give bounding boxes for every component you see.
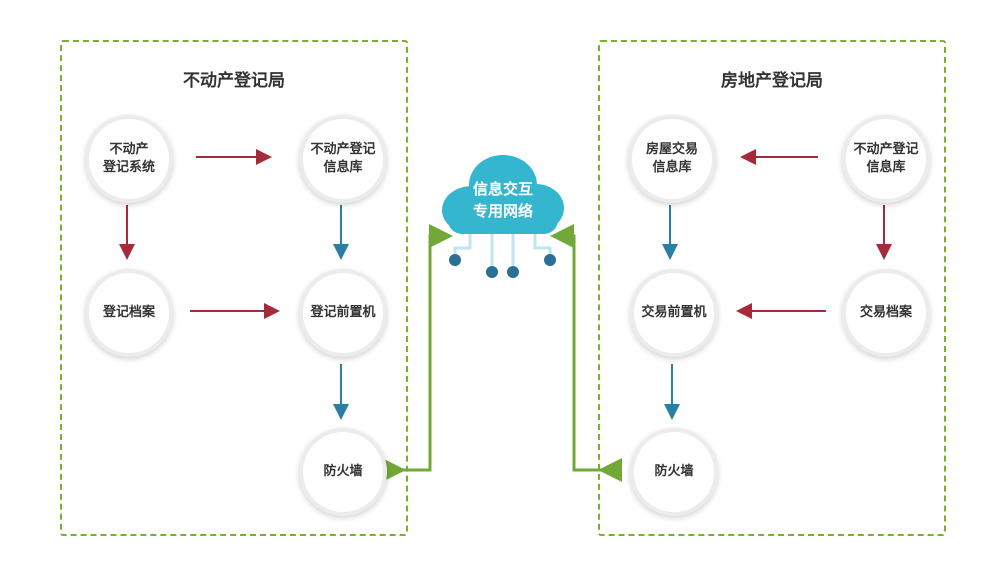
- node-registration-archive: 登记档案: [85, 269, 173, 357]
- node-label: 房屋交易 信息库: [645, 142, 698, 175]
- link-left-firewall-cloud: [382, 224, 453, 482]
- node-house-trade-db: 房屋交易 信息库: [628, 115, 716, 203]
- node-label: 防火墙: [323, 464, 363, 479]
- node-registration-info-db: 不动产登记 信息库: [299, 115, 387, 203]
- node-registration-frontend: 登记前置机: [299, 269, 387, 357]
- node-right-info-db: 不动产登记 信息库: [842, 115, 930, 203]
- node-label: 不动产登记 信息库: [310, 142, 376, 175]
- node-label: 防火墙: [654, 464, 694, 479]
- node-label: 交易档案: [859, 305, 912, 320]
- right-panel-title: 房地产登记局: [721, 71, 823, 91]
- left-panel-title: 不动产登记局: [183, 71, 285, 91]
- cloud-icon: [442, 155, 564, 278]
- cloud-label: 信息交互 专用网络: [472, 180, 533, 220]
- node-left-firewall: 防火墙: [299, 428, 387, 516]
- node-registration-system: 不动产 登记系统: [85, 115, 173, 203]
- node-label: 登记前置机: [310, 305, 376, 320]
- node-trade-frontend: 交易前置机: [630, 269, 718, 357]
- node-label: 登记档案: [102, 305, 155, 320]
- link-right-firewall-cloud: [550, 224, 622, 482]
- node-label: 不动产 登记系统: [102, 142, 155, 175]
- node-right-firewall: 防火墙: [630, 428, 718, 516]
- node-label: 交易前置机: [641, 305, 707, 320]
- node-label: 不动产登记 信息库: [853, 142, 919, 175]
- node-trade-archive: 交易档案: [842, 269, 930, 357]
